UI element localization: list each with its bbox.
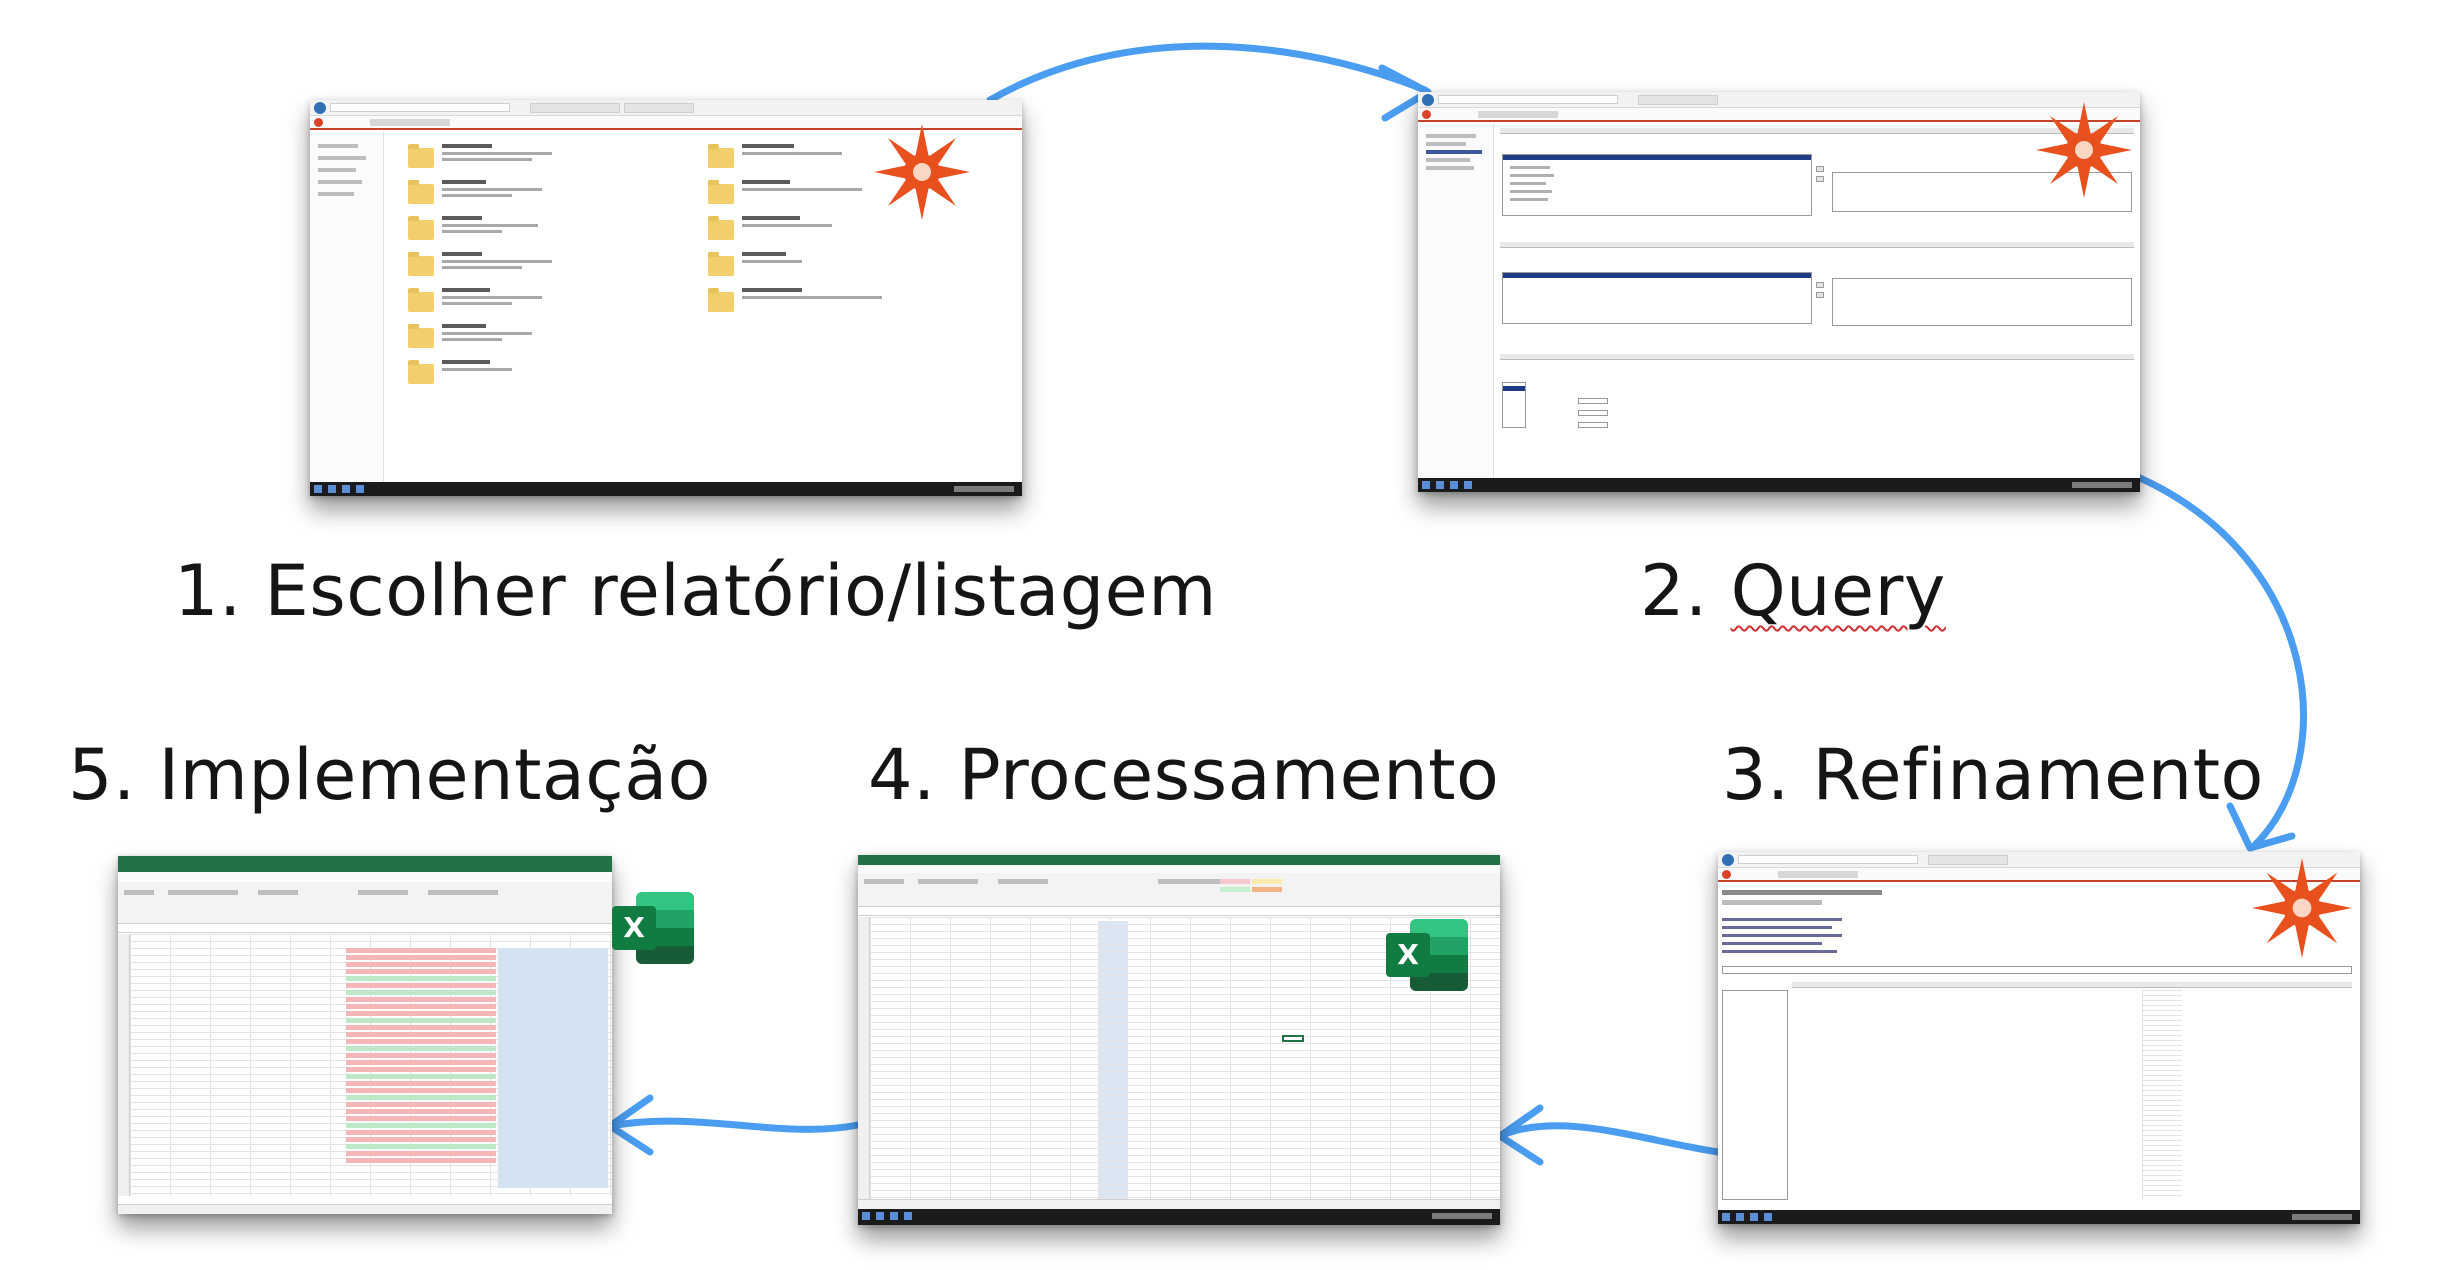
- sun-logo-icon: [2252, 858, 2352, 958]
- browser-back-icon: [1422, 94, 1434, 106]
- step-2-label: 2. Query: [1640, 556, 1946, 626]
- browser-back-icon: [1722, 854, 1734, 866]
- screenshot-excel-implementation: [118, 856, 612, 1214]
- home-icon: [1422, 110, 1431, 119]
- home-icon: [314, 118, 323, 127]
- arrow-step1-to-step2: [986, 42, 1429, 104]
- screenshot-reports-browser: [310, 100, 1022, 496]
- home-icon: [1722, 870, 1731, 879]
- step-1-label: 1. Escolher relatório/listagem: [174, 550, 1217, 632]
- sun-logo-icon: [874, 124, 970, 220]
- step-2-number: 2.: [1640, 550, 1708, 632]
- step-3-label: 3. Refinamento: [1722, 734, 2264, 816]
- excel-logo-icon: X: [1386, 915, 1468, 995]
- arrow-step3-to-step4-head: [1496, 1104, 1544, 1166]
- step-5-label: 5. Implementação: [68, 734, 711, 816]
- arrow-step4-to-step5: [606, 1117, 862, 1133]
- screenshot-refinement-table: [1718, 852, 2360, 1224]
- screenshot-excel-processing: X: [858, 855, 1500, 1225]
- screenshot-query-panel: [1418, 92, 2140, 492]
- step-2-word: Query: [1730, 550, 1946, 632]
- arrow-step2-to-step3-head: [2226, 802, 2296, 852]
- sun-logo-icon: [2036, 102, 2132, 198]
- arrow-step3-to-step4: [1496, 1122, 1722, 1156]
- arrow-step2-to-step3: [2136, 474, 2307, 849]
- excel-logo-icon: X: [612, 888, 694, 968]
- browser-back-icon: [314, 102, 326, 114]
- step-4-label: 4. Processamento: [868, 734, 1500, 816]
